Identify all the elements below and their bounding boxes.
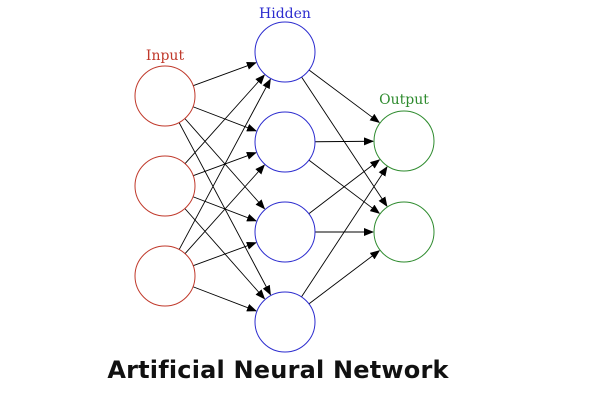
input-neuron-2: [134, 155, 196, 217]
connection-edges: [178, 62, 388, 312]
edge-input1-hidden1: [193, 62, 257, 87]
edge-input3-hidden4: [192, 286, 257, 312]
hidden-layer-label: Hidden: [259, 6, 311, 22]
hidden-neuron-2: [254, 111, 316, 173]
edge-hidden1-output1: [308, 69, 380, 124]
output-neuron-2: [373, 201, 435, 263]
edge-input3-hidden3: [193, 242, 257, 267]
hidden-neuron-4: [254, 291, 316, 353]
output-layer-label: Output: [379, 92, 429, 108]
edge-input3-hidden2: [184, 164, 265, 254]
input-neuron-3: [134, 245, 196, 307]
input-layer-label: Input: [146, 48, 185, 64]
edge-hidden3-output1: [308, 159, 381, 215]
hidden-neuron-3: [254, 201, 316, 263]
edge-input1-hidden2: [192, 106, 257, 132]
hidden-neuron-1: [254, 21, 316, 83]
output-neuron-1: [373, 110, 435, 172]
diagram-title: Artificial Neural Network: [107, 356, 449, 384]
edge-input2-hidden3: [192, 196, 257, 222]
edge-hidden4-output1: [301, 166, 388, 298]
edge-hidden4-output2: [308, 250, 381, 305]
input-neuron-1: [134, 65, 196, 127]
edge-input2-hidden1: [184, 74, 265, 164]
edge-input1-hidden3: [184, 118, 266, 210]
neuron-nodes: [134, 21, 435, 353]
edge-input3-hidden1: [178, 78, 271, 250]
edge-input2-hidden4: [184, 208, 266, 300]
